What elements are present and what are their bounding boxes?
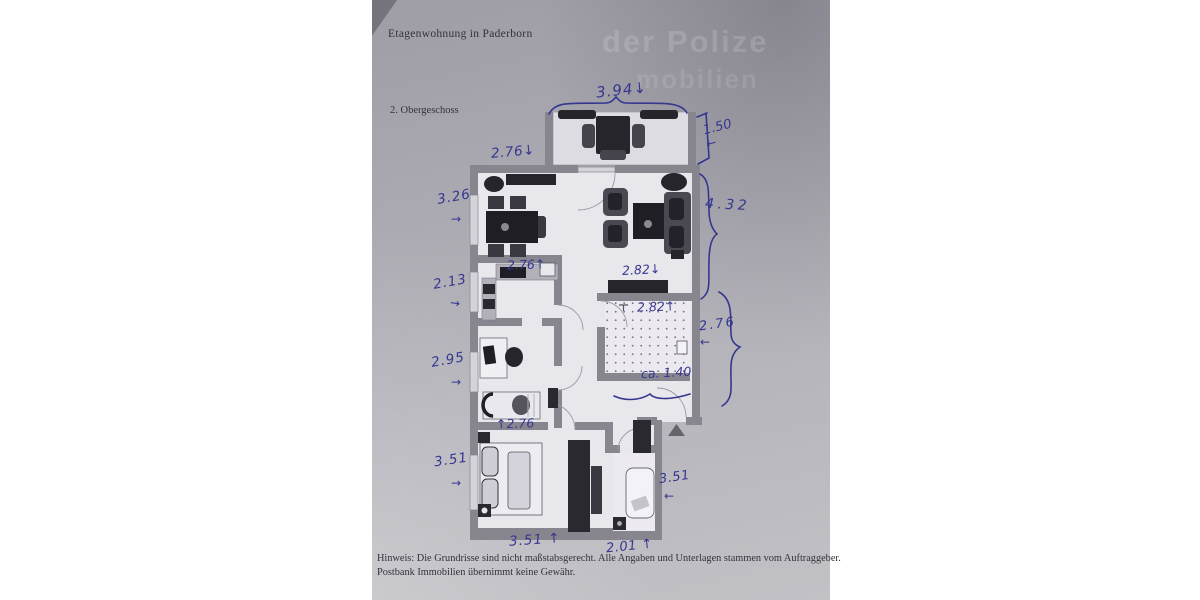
laptop (482, 345, 497, 365)
toilet (619, 304, 628, 311)
arrow-right-room-height: ← (664, 489, 675, 503)
desk-chair (505, 347, 523, 367)
document-title: Etagenwohnung in Paderborn (388, 28, 533, 40)
dining-table (486, 211, 538, 243)
balcony-furniture (558, 110, 678, 160)
planter-box (640, 110, 678, 119)
bathroom-fixtures (619, 304, 688, 355)
pillow (481, 446, 499, 477)
blanket (507, 451, 531, 510)
nightstand (478, 432, 490, 443)
ink-braces (548, 95, 742, 407)
side-table (671, 250, 684, 259)
cooktop (500, 267, 526, 278)
living-room-furniture (603, 173, 691, 293)
appliance (483, 299, 495, 309)
kitchen-sink (539, 262, 556, 277)
measurement-office-width: ↑2.76 (495, 415, 535, 432)
arrow-bedroom-depth: → (451, 476, 462, 490)
paper-corner-fold (372, 0, 406, 40)
footer-disclaimer-line1: Hinweis: Die Grundrisse sind nicht maßst… (377, 553, 841, 564)
small-bathroom (613, 453, 655, 531)
office-furniture (479, 337, 541, 420)
bracket-balcony-depth (696, 112, 710, 165)
dining-chair (510, 196, 526, 209)
radiator (676, 340, 688, 355)
bedroom-furniture (478, 432, 602, 532)
measurement-kitchen-top-width: 2.76↑ (506, 256, 546, 273)
brace-balcony-width (548, 95, 688, 115)
dining-chair (510, 244, 526, 257)
brace-hall-width (613, 392, 691, 401)
bathroom-tiles (605, 301, 690, 372)
balcony-chair (582, 124, 595, 148)
sideboard (506, 174, 556, 185)
balcony-table (596, 116, 630, 154)
watermark-text-2: mobilien (636, 64, 759, 94)
balcony-chair (632, 124, 645, 148)
plant (484, 176, 504, 192)
appliance (483, 284, 495, 294)
pillow (481, 478, 499, 509)
dining-chair (488, 244, 504, 257)
brace-living-height (699, 173, 719, 300)
measurement-living-bottom-width: 2.82↓ (621, 261, 661, 278)
watermark-text: der Polize (602, 24, 769, 59)
brace-bath-height (718, 291, 742, 407)
arrow-bath-height: ← (700, 335, 711, 349)
measurement-hall-width: ca. 1.40 (640, 363, 692, 382)
floor-plan-drawing (469, 95, 742, 540)
kitchen-furniture (481, 262, 559, 321)
plant (661, 173, 687, 191)
lowboard (608, 280, 668, 293)
wardrobe (568, 440, 590, 532)
cushion (512, 395, 530, 415)
measurement-living-height: 4.32 (704, 195, 751, 215)
dining-furniture (484, 174, 556, 257)
bathtub (625, 467, 655, 519)
dining-chair (488, 196, 504, 209)
stair-direction-triangle (668, 424, 685, 436)
arrow-dining-width: → (451, 212, 462, 226)
footer-disclaimer-line2: Postbank Immobilien übernimmt keine Gewä… (377, 567, 576, 578)
wardrobe (591, 466, 602, 514)
balcony-chair (600, 150, 626, 160)
floor-label: 2. Obergeschoss (390, 105, 459, 116)
arrow-kitchen-depth: → (449, 295, 461, 311)
arrow-office-depth: → (451, 375, 462, 389)
planter-box (558, 110, 596, 119)
measurement-bath-width: 2.82↑ (636, 298, 676, 315)
